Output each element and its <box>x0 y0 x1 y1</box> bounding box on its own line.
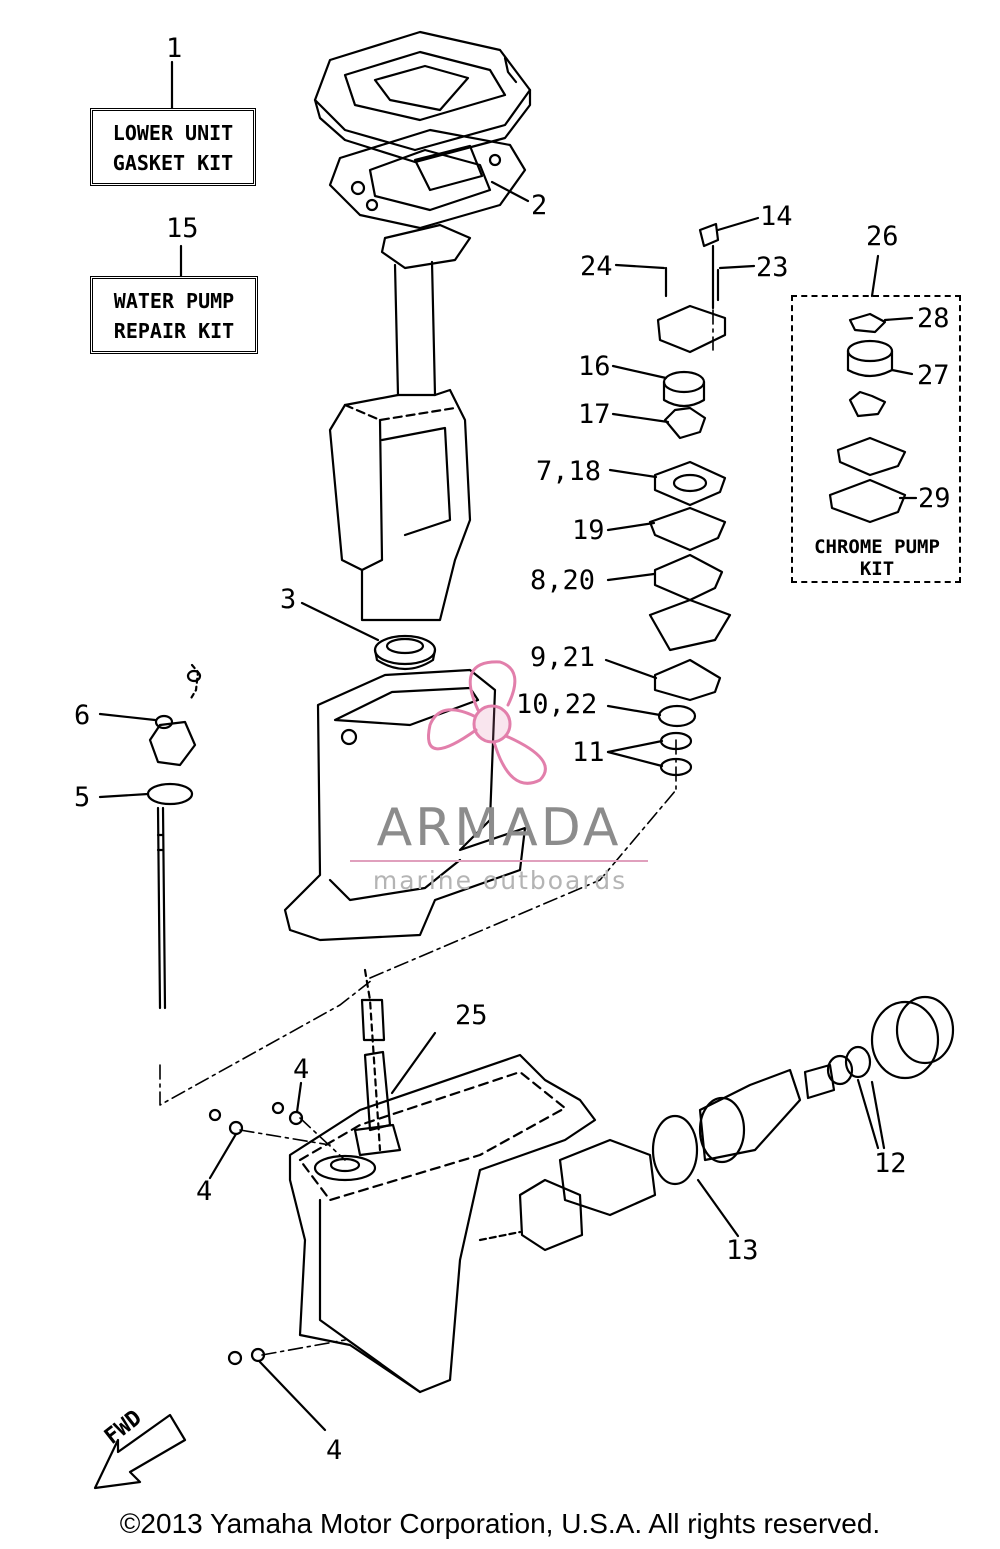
upper-gasket-part-2 <box>328 128 527 230</box>
callout-4-bottom: 4 <box>326 1435 343 1466</box>
callout-28: 28 <box>917 303 950 334</box>
callout-4-left: 4 <box>196 1176 213 1207</box>
leader-5 <box>98 792 150 799</box>
leader-25 <box>390 1031 437 1095</box>
leader-6 <box>98 712 157 722</box>
leader-17 <box>611 412 670 424</box>
leader-4a <box>295 1081 303 1114</box>
leader-10-22 <box>606 704 662 717</box>
leader-3 <box>300 601 380 642</box>
callout-2: 2 <box>531 190 548 221</box>
watermark-propeller-icon <box>427 660 547 785</box>
callout-3: 3 <box>280 584 297 615</box>
leader-4b <box>208 1132 238 1180</box>
lower-unit-gearcase <box>288 1053 597 1394</box>
driveshaft <box>353 968 402 1157</box>
leader-7-18 <box>608 468 658 479</box>
leader-28 <box>883 316 914 322</box>
callout-11: 11 <box>572 737 605 768</box>
kit1-line2: GASKET KIT <box>112 151 234 175</box>
leader-24 <box>614 263 666 270</box>
leader-12b <box>870 1080 886 1150</box>
bolts-part-4 <box>208 1101 304 1366</box>
callout-14: 14 <box>760 201 793 232</box>
kit15-line2: REPAIR KIT <box>113 319 235 343</box>
driveshaft-housing <box>328 223 472 622</box>
callout-10-22: 10,22 <box>516 689 598 720</box>
callout-4-upper: 4 <box>293 1054 310 1085</box>
callout-23: 23 <box>756 252 789 283</box>
callout-16: 16 <box>578 351 611 382</box>
leader-11b <box>606 750 664 768</box>
leader-13 <box>696 1178 740 1238</box>
callout-24: 24 <box>580 251 613 282</box>
fwd-arrow-icon <box>93 1413 187 1490</box>
watermark-rule <box>350 860 648 862</box>
leader-11a <box>606 739 664 754</box>
watermark-tagline: marine outboards <box>372 866 628 895</box>
callout-12: 12 <box>874 1148 907 1179</box>
callout-13: 13 <box>726 1235 759 1266</box>
kit15-number: 15 <box>166 213 199 244</box>
callout-6: 6 <box>74 700 91 731</box>
callout-7-18: 7,18 <box>536 456 602 487</box>
water-pump-stack <box>648 222 732 777</box>
callout-25: 25 <box>455 1000 488 1031</box>
lower-casing-upper <box>283 668 527 942</box>
leader-2 <box>490 180 530 203</box>
kit1-line1: LOWER UNIT <box>112 121 234 145</box>
callout-27: 27 <box>917 360 950 391</box>
callout-5: 5 <box>74 782 91 813</box>
alignment-lines <box>159 309 714 1356</box>
leader-9-21 <box>604 658 658 680</box>
shift-rod-assembly <box>146 663 202 1010</box>
grommet-part-3 <box>373 634 437 671</box>
lower-unit-gasket-kit-box: LOWER UNIT GASKET KIT <box>90 108 256 186</box>
callout-29: 29 <box>918 483 951 514</box>
copyright-footer: ©2013 Yamaha Motor Corporation, U.S.A. A… <box>119 1508 881 1539</box>
leader-12a <box>856 1078 880 1150</box>
leader-4c <box>258 1360 327 1432</box>
leader-27 <box>890 368 914 376</box>
bearing-housing-group <box>478 995 955 1252</box>
kit26-leader <box>870 254 880 298</box>
callout-17: 17 <box>578 399 611 430</box>
kit15-line1: WATER PUMP <box>113 289 235 313</box>
watermark-brand-name: ARMADA <box>376 798 622 858</box>
leader-19 <box>606 521 656 532</box>
callout-8-20: 8,20 <box>530 565 596 596</box>
leader-14 <box>716 216 760 232</box>
water-pump-repair-kit-box: WATER PUMP REPAIR KIT <box>90 276 258 354</box>
callout-19: 19 <box>572 515 605 546</box>
leader-23 <box>718 264 756 270</box>
kit26-number: 26 <box>866 221 899 252</box>
kit1-number: 1 <box>166 33 183 64</box>
kit26-line1: CHROME PUMP <box>814 536 940 558</box>
callout-9-21: 9,21 <box>530 642 596 673</box>
leader-8-20 <box>606 572 656 582</box>
chrome-pump-kit-box <box>791 295 961 583</box>
kit26-line2: KIT <box>859 558 895 580</box>
chrome-pump-kit-label: CHROME PUMP KIT <box>796 536 958 580</box>
leader-16 <box>611 364 668 380</box>
